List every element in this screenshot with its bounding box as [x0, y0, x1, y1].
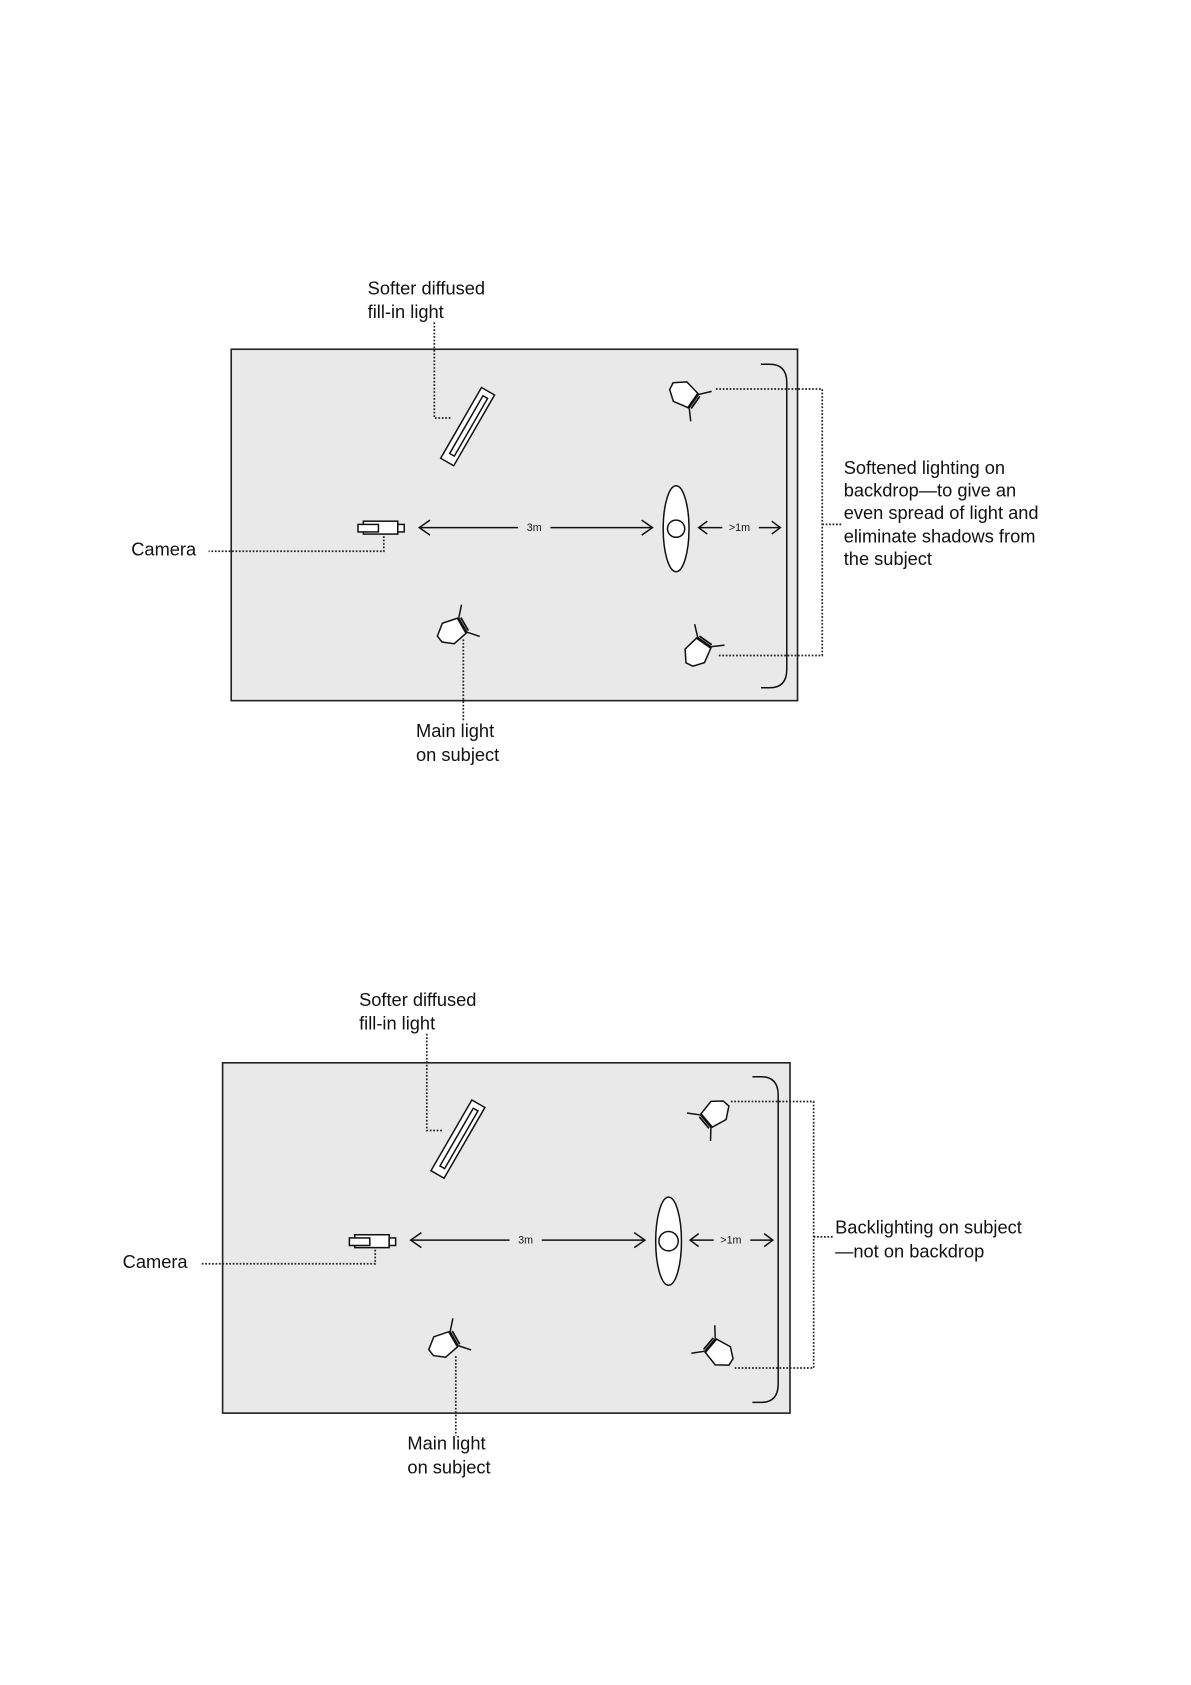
camera-label: Camera — [131, 539, 197, 560]
fill-light-leader — [425, 1033, 443, 1132]
camera-icon — [348, 1233, 397, 1249]
subject-head-icon — [666, 519, 686, 539]
fill-light-label-line1: Softer diffused — [368, 277, 485, 298]
fill-light-label-line1: Softer diffused — [359, 989, 476, 1010]
distance-label-3m: 3m — [518, 1234, 533, 1246]
fill-light-label-line2: fill-in light — [368, 301, 444, 322]
backdrop-icon — [752, 1076, 779, 1404]
main-light-label-line2: on subject — [416, 744, 499, 765]
backdrop-icon — [760, 363, 788, 689]
camera-icon — [357, 520, 405, 535]
back-lights-leader — [730, 1100, 815, 1369]
main-light-label-line1: Main light — [416, 720, 494, 741]
arrow-head-icon — [697, 520, 708, 535]
back-lights-label-line1: Backlighting on subject — [835, 1217, 1022, 1238]
camera-leader — [200, 1249, 377, 1265]
back-lights-label-line2: —not on backdrop — [835, 1240, 984, 1261]
camera-leader — [208, 536, 385, 553]
studio-floor — [230, 348, 799, 702]
fill-light-label-line2: fill-in light — [359, 1012, 435, 1033]
studio-floor — [221, 1061, 791, 1414]
main-light-label-line1: Main light — [407, 1433, 485, 1454]
arrow-head-icon — [417, 519, 431, 536]
back-lights-label-line3: even spread of light and — [844, 502, 1039, 523]
diagram-backlighting: Softer diffused fill-in light Camera 3m … — [123, 989, 1022, 1477]
back-lights-leader — [715, 388, 824, 657]
distance-label-3m: 3m — [527, 522, 542, 534]
distance-label-1m: >1m — [720, 1234, 741, 1246]
main-light-label-line2: on subject — [407, 1456, 490, 1477]
arrow-head-icon — [641, 519, 654, 536]
diagram-backdrop-lighting: Softer diffused fill-in light Camera 3m … — [131, 277, 1038, 764]
fill-light-leader — [433, 322, 452, 419]
arrow-head-icon — [771, 520, 782, 535]
arrow-head-icon — [633, 1231, 647, 1249]
arrow-head-icon — [763, 1233, 775, 1248]
back-lights-label-line1: Softened lighting on — [844, 457, 1005, 478]
distance-label-1m: >1m — [729, 522, 750, 534]
subject-head-icon — [658, 1230, 679, 1252]
back-lights-label-line5: the subject — [844, 548, 932, 569]
arrow-head-icon — [688, 1233, 700, 1248]
back-lights-label-line4: eliminate shadows from — [844, 526, 1036, 547]
camera-label: Camera — [123, 1251, 189, 1272]
arrow-head-icon — [409, 1231, 422, 1249]
back-lights-label-line2: backdrop—to give an — [844, 479, 1016, 500]
